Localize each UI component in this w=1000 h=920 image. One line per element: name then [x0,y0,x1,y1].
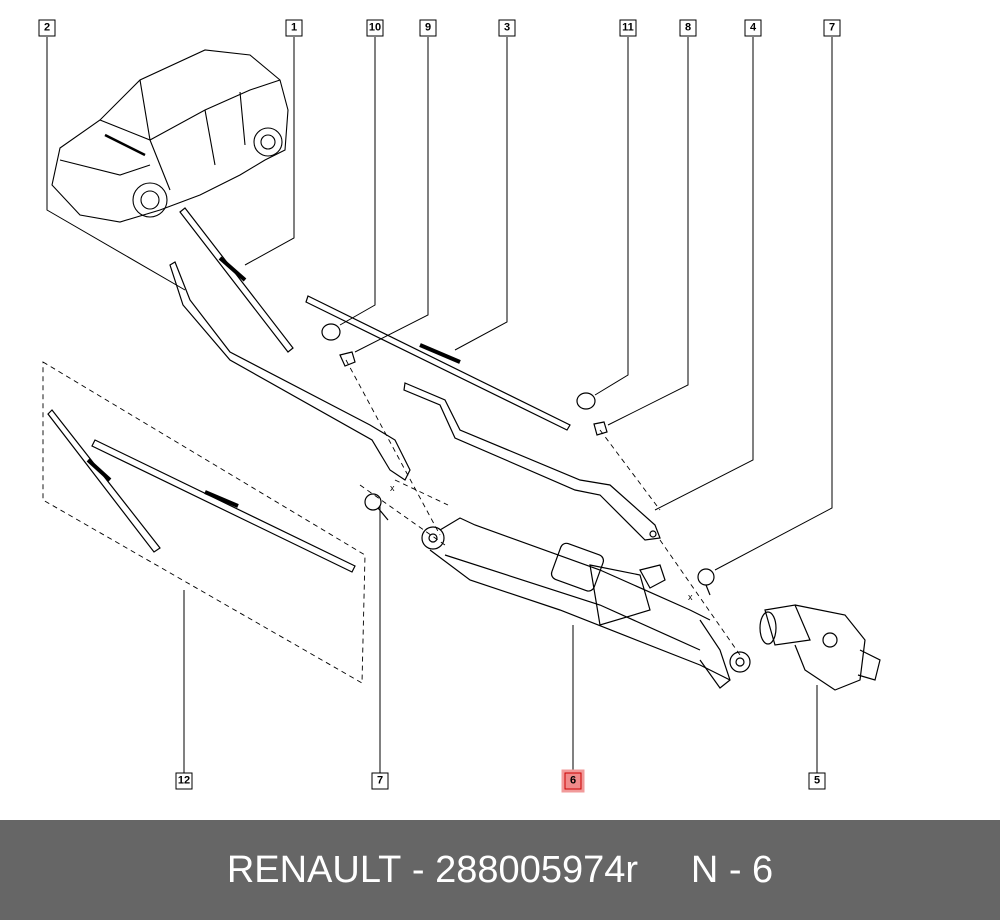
gap [638,849,691,892]
brand-label: RENAULT [226,848,402,891]
wiper-arm-2 [169,261,411,481]
callout-8[interactable]: 8 [679,19,697,37]
callout-2[interactable]: 2 [38,19,56,37]
assembly-guide-lines [42,359,741,684]
wiper-motor-5 [759,604,881,691]
callout-11[interactable]: 11 [619,19,637,37]
wiper-blade-3 [305,295,571,431]
bolts-7 [364,493,715,596]
caps-and-nuts [321,323,608,436]
part-number: 288005974r [435,848,639,891]
callout-7-top[interactable]: 7 [823,19,841,37]
car-illustration [51,49,289,223]
callout-6-highlighted[interactable]: 6 [564,772,582,790]
callout-9[interactable]: 9 [419,19,437,37]
wiper-blade-1 [179,207,294,353]
dimension-mark-x-left: x [390,483,395,493]
callout-1[interactable]: 1 [285,19,303,37]
callout-5[interactable]: 5 [808,772,826,790]
callout-3[interactable]: 3 [498,19,516,37]
wiper-assembly-diagram: x x [42,37,881,773]
dimension-mark-x-right: x [688,592,693,602]
callout-12[interactable]: 12 [175,772,193,790]
leader-lines [46,37,833,773]
wiper-blade-set-12 [47,409,356,573]
callout-10[interactable]: 10 [366,19,384,37]
separator: - [401,848,436,891]
position-label: N - 6 [690,848,774,891]
callout-7-bottom[interactable]: 7 [371,772,389,790]
part-info-footer: RENAULT - 288005974r N - 6 [0,820,1000,920]
wiper-linkage-6 [421,517,751,689]
callout-4[interactable]: 4 [744,19,762,37]
wiper-arm-4 [403,382,661,541]
